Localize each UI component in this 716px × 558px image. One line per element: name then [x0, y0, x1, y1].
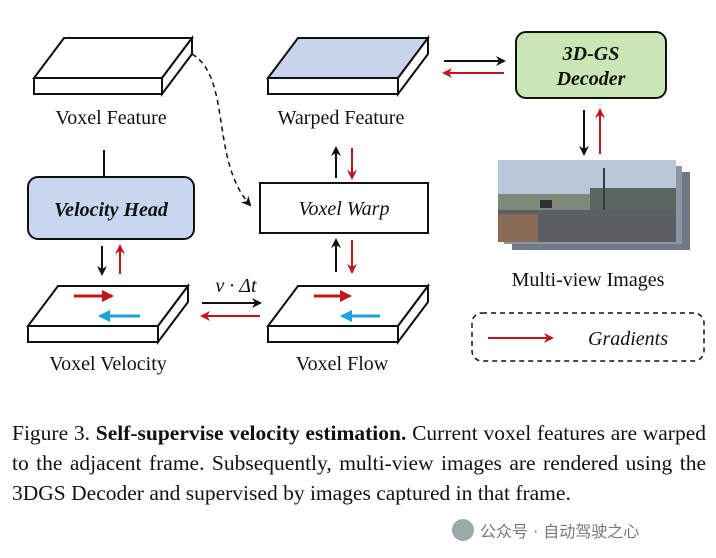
voxel-flow-label: Voxel Flow — [296, 353, 389, 375]
figure-caption: Figure 3. Self-supervise velocity estima… — [12, 418, 706, 508]
velocity-head-box — [27, 176, 195, 240]
warped-feature-label: Warped Feature — [278, 107, 405, 129]
legend-box — [471, 312, 705, 362]
caption-figure-label: Figure 3. — [12, 421, 90, 445]
decoder-label-line1: 3D-GS — [562, 43, 620, 65]
warped-feature-slab — [266, 35, 430, 97]
v-dt-label: v · Δt — [215, 275, 257, 297]
voxel-feature-label: Voxel Feature — [55, 107, 166, 129]
voxel-feature-slab — [32, 35, 194, 97]
voxel-velocity-label: Voxel Velocity — [49, 353, 167, 375]
decoder-label-line2: Decoder — [556, 68, 626, 90]
wechat-logo-icon — [452, 519, 474, 541]
voxel-warp-box — [259, 182, 429, 234]
multiview-images-stack — [498, 160, 690, 250]
voxel-velocity-slab — [26, 283, 190, 345]
caption-title: Self-supervise velocity estimation. — [95, 421, 407, 445]
voxel-flow-slab — [266, 283, 430, 345]
velocity-estimation-diagram: Voxel Feature Warped Feature 3D-GS Decod… — [26, 31, 705, 375]
caption-body: Current voxel features are warped to the… — [12, 421, 707, 505]
watermark: 公众号 · 自动驾驶之心 — [452, 516, 702, 544]
dashed-feature-to-warp — [191, 53, 252, 207]
velocity-head-label: Velocity Head — [54, 199, 169, 221]
legend-gradients-label: Gradients — [588, 328, 668, 350]
watermark-text: 公众号 · 自动驾驶之心 — [480, 522, 640, 541]
decoder-box — [515, 31, 667, 99]
multiview-images-label: Multi-view Images — [512, 269, 665, 291]
voxel-warp-label: Voxel Warp — [299, 198, 390, 220]
